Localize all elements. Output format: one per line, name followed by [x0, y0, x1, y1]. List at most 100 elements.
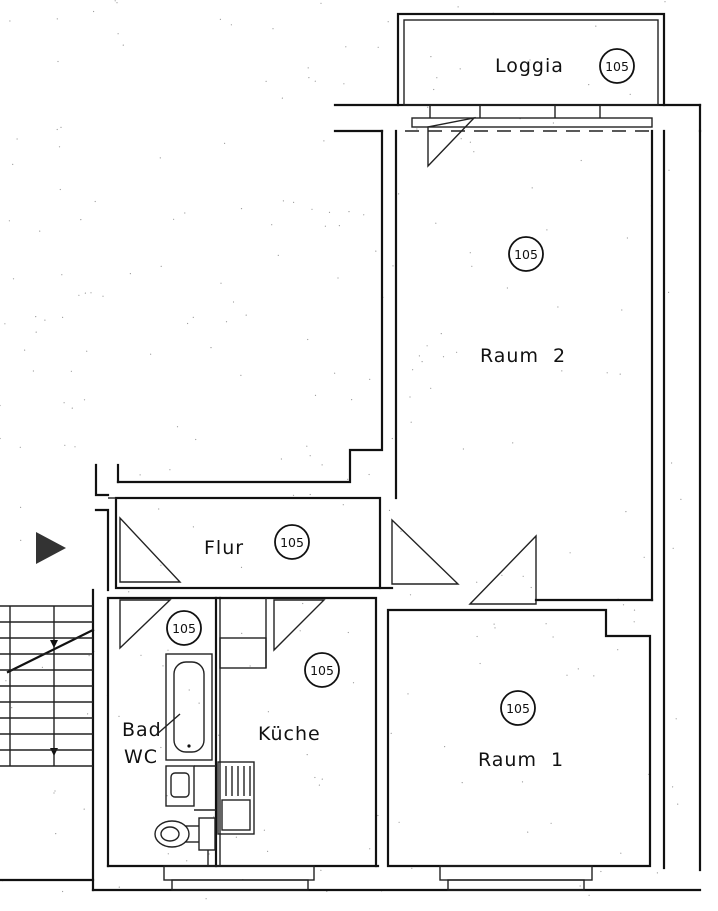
scan-speck [409, 396, 411, 398]
scan-speck [160, 564, 162, 566]
scan-speck [392, 265, 394, 267]
scan-speck [476, 581, 478, 583]
scan-speck [469, 141, 471, 143]
scan-speck [436, 77, 438, 79]
scan-speck [442, 356, 445, 358]
scan-speck [321, 778, 323, 780]
scan-speck [494, 627, 496, 629]
scan-speck [629, 93, 631, 95]
scan-speck [430, 387, 432, 389]
scan-speck [78, 294, 80, 296]
scan-speck [158, 508, 160, 510]
scan-speck [421, 361, 423, 363]
scan-speck [241, 632, 243, 635]
scan-speck [56, 18, 58, 20]
scan-speck [535, 74, 537, 76]
scan-speck [469, 252, 471, 254]
scan-speck [390, 732, 392, 735]
scan-speck [460, 138, 462, 140]
scan-speck [595, 25, 597, 27]
scan-speck [302, 602, 304, 605]
scan-speck [88, 655, 90, 657]
scan-speck [306, 445, 308, 447]
flur-structure [94, 463, 654, 605]
scan-speck [412, 369, 414, 371]
scan-speck [561, 370, 563, 372]
scan-speck [320, 869, 322, 872]
scan-speck [4, 323, 6, 325]
scan-speck [306, 754, 308, 756]
scan-speck [400, 530, 402, 532]
svg-text:105: 105 [280, 535, 304, 550]
scan-speck [84, 292, 86, 294]
scan-speck [427, 106, 429, 108]
scan-speck [54, 790, 56, 792]
scan-speck [192, 316, 194, 318]
flur-label: Flur [204, 537, 244, 559]
scan-speck [566, 674, 568, 676]
svg-text:105: 105 [514, 247, 538, 262]
scan-speck [114, 0, 116, 2]
scan-speck [672, 786, 674, 788]
scan-speck [19, 446, 21, 448]
scan-speck [232, 301, 235, 303]
scan-speck [633, 609, 636, 611]
scan-speck [368, 473, 370, 476]
scan-speck [352, 682, 355, 684]
scan-speck [265, 80, 267, 82]
scan-speck [409, 594, 412, 596]
scan-speck [184, 212, 186, 214]
scan-speck [476, 635, 478, 638]
scan-speck [546, 229, 548, 231]
loggia-label: Loggia [495, 55, 564, 77]
scan-noise [0, 0, 682, 900]
scan-speck [267, 711, 269, 713]
scan-speck [462, 448, 464, 450]
scan-speck [160, 746, 162, 749]
wc-label: WC [124, 746, 158, 768]
scan-speck [150, 353, 152, 355]
scan-speck [580, 159, 582, 162]
scan-speck [328, 211, 331, 213]
scan-speck [5, 680, 7, 682]
scan-speck [117, 33, 119, 35]
scan-speck [71, 407, 73, 409]
bad-tag: 105 [166, 610, 202, 646]
scan-speck [600, 870, 602, 873]
scan-speck [224, 142, 226, 144]
scan-speck [205, 898, 207, 900]
scan-speck [318, 784, 320, 786]
scan-speck [195, 438, 197, 441]
scan-speck [324, 225, 326, 227]
scan-speck [307, 67, 309, 69]
loggia-tag: 105 [599, 48, 635, 84]
scan-speck [671, 462, 673, 464]
scan-speck [59, 188, 61, 191]
scan-speck [39, 230, 41, 232]
scan-speck [0, 437, 1, 440]
scan-speck [281, 97, 283, 99]
scan-speck [593, 675, 595, 677]
scan-speck [218, 734, 220, 736]
scan-speck [245, 314, 247, 316]
scan-speck [0, 404, 1, 407]
scan-speck [249, 665, 251, 667]
scan-speck [411, 867, 413, 869]
scan-speck [240, 208, 243, 210]
scan-speck [391, 437, 393, 440]
scan-speck [118, 886, 120, 888]
scan-speck [44, 319, 46, 321]
scan-speck [388, 509, 391, 511]
scan-speck [314, 776, 316, 779]
scan-speck [377, 814, 379, 817]
scan-speck [11, 707, 13, 709]
scan-speck [70, 370, 72, 372]
scan-speck [16, 138, 18, 140]
scan-speck [675, 718, 677, 720]
scan-speck [342, 504, 344, 506]
scan-speck [271, 224, 273, 226]
scan-speck [86, 350, 88, 352]
scan-speck [230, 24, 232, 26]
staircase [0, 605, 95, 767]
scan-speck [457, 6, 459, 8]
